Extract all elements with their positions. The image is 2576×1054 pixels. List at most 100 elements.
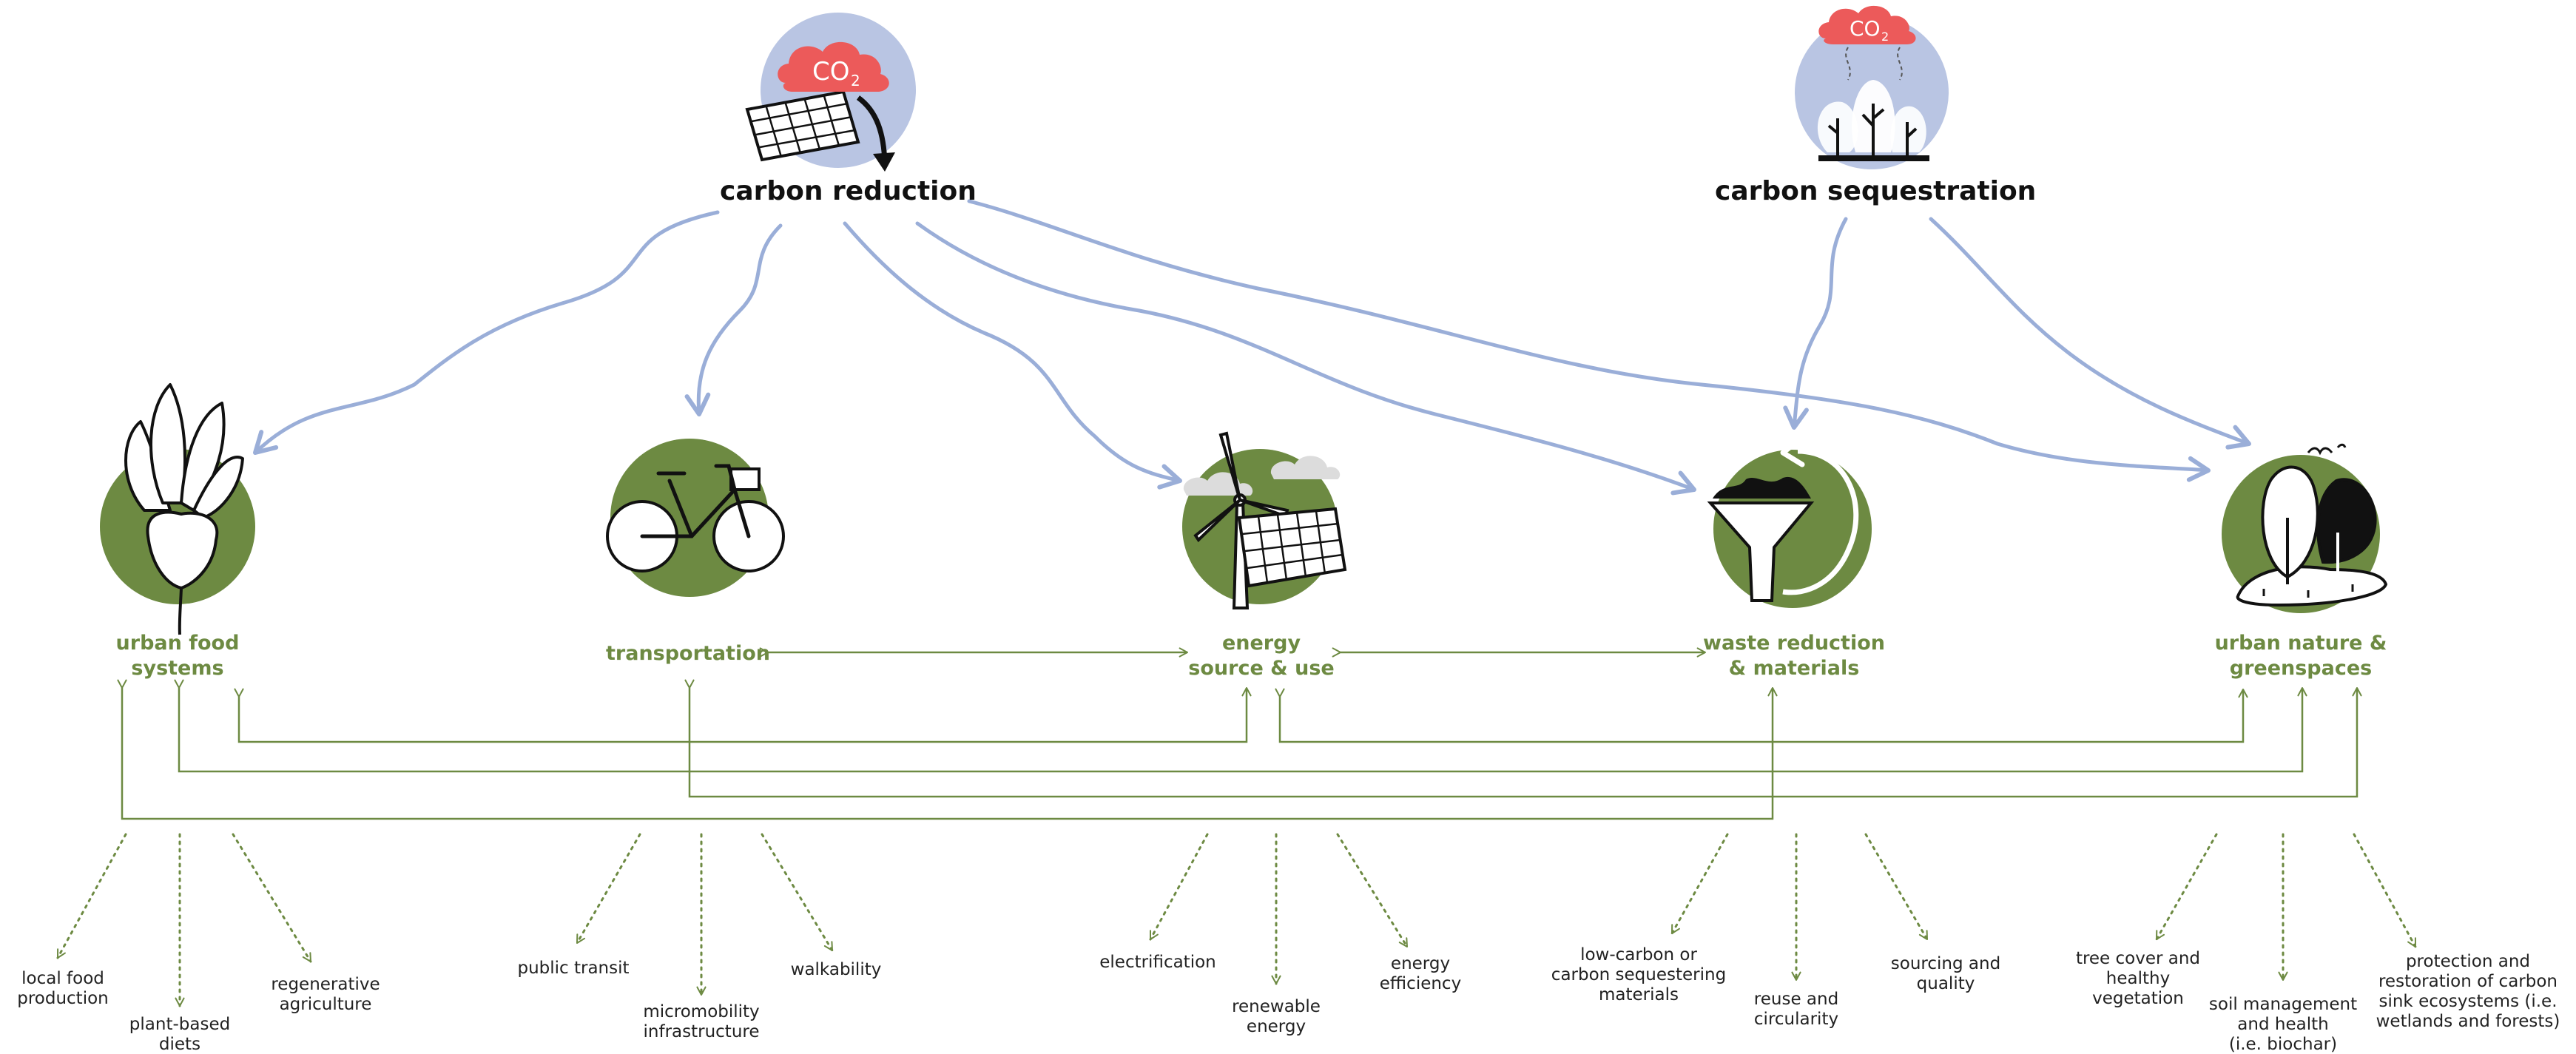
category-label-line: greenspaces	[2229, 657, 2373, 680]
strategy-local-food: local food production	[0, 969, 126, 1009]
strategy-regenerative: regenerative agriculture	[259, 975, 392, 1015]
strategy-line: regenerative	[271, 975, 380, 994]
category-label-nature: urban nature & greenspaces	[2208, 631, 2393, 681]
strategy-line: energy	[1246, 1017, 1306, 1036]
strategy-line: public transit	[517, 959, 630, 978]
arrow-food-local	[56, 833, 127, 959]
co2-cloud-icon: CO 2	[778, 41, 889, 92]
arrow-transport-walk	[761, 833, 834, 952]
strategy-line: materials	[1599, 985, 1679, 1004]
strategy-reuse: reuse and circularity	[1737, 990, 1855, 1030]
category-label-line: systems	[131, 657, 224, 680]
strategy-line: tree cover and	[2075, 949, 2201, 968]
trees-icon	[1817, 80, 1929, 161]
link-food-waste	[117, 679, 1778, 820]
link-transport-nature	[684, 679, 2362, 798]
strategy-line: and health	[2237, 1015, 2329, 1034]
strategy-line: production	[17, 989, 109, 1008]
category-connections	[117, 647, 2362, 820]
strategy-line: local food	[21, 969, 104, 988]
urban-food-icon	[100, 383, 255, 635]
strategy-arrows	[56, 833, 2417, 1007]
category-label-line: transportation	[606, 642, 770, 665]
strategy-sourcing: sourcing and quality	[1879, 954, 2012, 994]
category-label-line: & materials	[1728, 657, 1860, 680]
co2-text-seq: CO	[1850, 16, 1881, 41]
category-label-transport: transportation	[599, 641, 777, 666]
carbon-reduction-label: carbon reduction	[720, 176, 977, 206]
strategy-line: renewable	[1232, 997, 1321, 1016]
category-label-waste: waste reduction & materials	[1702, 631, 1887, 681]
arrow-nature-protect	[2353, 833, 2417, 948]
arrow-reduction-to-waste	[915, 221, 1696, 496]
strategy-line: plant-based	[129, 1015, 231, 1034]
strategy-walkability: walkability	[777, 960, 895, 980]
arrow-reduction-to-transport	[684, 223, 783, 416]
co2-text: CO	[812, 57, 850, 87]
strategy-line: sink ecosystems (i.e.	[2378, 992, 2558, 1011]
solar-panel-icon	[745, 89, 860, 162]
category-label-food: urban food systems	[96, 631, 259, 681]
arrow-reduction-to-nature	[967, 199, 2211, 482]
solar-panel-icon	[1237, 507, 1347, 588]
strategy-electrification: electrification	[1091, 953, 1224, 973]
influence-arrows	[253, 199, 2251, 496]
strategy-line: electrification	[1099, 953, 1216, 972]
strategy-renewable: renewable energy	[1217, 997, 1335, 1037]
strategy-line: diets	[158, 1035, 201, 1054]
strategy-low-carbon: low-carbon or carbon sequestering materi…	[1546, 945, 1731, 1005]
transportation-icon	[606, 439, 785, 597]
strategy-soil: soil management and health (i.e. biochar…	[2202, 995, 2364, 1054]
arrow-reduction-to-energy	[843, 221, 1182, 490]
strategy-line: low-carbon or	[1580, 945, 1697, 965]
category-label-line: energy	[1221, 632, 1301, 655]
link-food-energy	[234, 687, 1252, 743]
strategy-tree-cover: tree cover and healthy vegetation	[2068, 949, 2208, 1009]
carbon-sequestration-icon: CO 2	[1795, 5, 1949, 169]
category-label-line: urban nature &	[2214, 632, 2387, 655]
strategy-line: micromobility	[643, 1002, 760, 1021]
strategy-line: walkability	[790, 960, 882, 979]
strategy-line: efficiency	[1379, 974, 1462, 993]
category-label-line: urban food	[115, 632, 240, 655]
carbon-reduction-icon: CO 2	[745, 13, 916, 172]
energy-icon	[1182, 431, 1347, 609]
arrow-food-regen	[232, 833, 312, 963]
arrow-waste-lowcarbon	[1670, 833, 1729, 935]
arrow-sequestration-to-nature	[1929, 217, 2251, 450]
arrow-nature-tree	[2155, 833, 2218, 941]
co2-subscript: 2	[851, 72, 860, 89]
strategy-line: reuse and	[1753, 990, 1839, 1009]
co2-cloud-icon: CO 2	[1818, 5, 1916, 45]
nature-icon	[2222, 443, 2388, 613]
strategy-line: healthy	[2105, 969, 2171, 988]
arrow-transport-transit	[576, 833, 641, 945]
strategy-line: circularity	[1753, 1010, 1839, 1029]
arrow-waste-sourcing	[1864, 833, 1929, 941]
link-energy-nature	[1275, 688, 2248, 743]
strategy-line: wetlands and forests)	[2376, 1012, 2560, 1031]
strategy-line: energy	[1390, 954, 1451, 973]
strategy-plant-based: plant-based diets	[121, 1015, 239, 1054]
link-food-nature	[174, 679, 2307, 773]
category-label-line: source & use	[1188, 657, 1335, 680]
strategy-line: sourcing and	[1890, 954, 2001, 973]
strategy-line: carbon sequestering	[1551, 965, 1727, 984]
waste-icon	[1707, 437, 1872, 608]
strategy-protection: protection and restoration of carbon sin…	[2367, 952, 2569, 1032]
carbon-sequestration-label: carbon sequestration	[1715, 176, 2037, 206]
category-label-line: waste reduction	[1703, 632, 1885, 655]
arrow-reduction-to-food	[253, 210, 720, 455]
strategy-efficiency: energy efficiency	[1361, 954, 1480, 994]
strategy-line: soil management	[2208, 995, 2358, 1014]
strategy-micromobility: micromobility infrastructure	[631, 1002, 772, 1042]
strategy-line: agriculture	[279, 995, 372, 1014]
arrow-sequestration-to-waste	[1783, 217, 1848, 430]
strategy-public-transit: public transit	[507, 959, 640, 979]
strategy-line: quality	[1916, 974, 1975, 993]
arrow-energy-eff	[1336, 833, 1409, 948]
strategy-line: restoration of carbon	[2378, 972, 2558, 991]
strategy-line: vegetation	[2092, 989, 2184, 1008]
